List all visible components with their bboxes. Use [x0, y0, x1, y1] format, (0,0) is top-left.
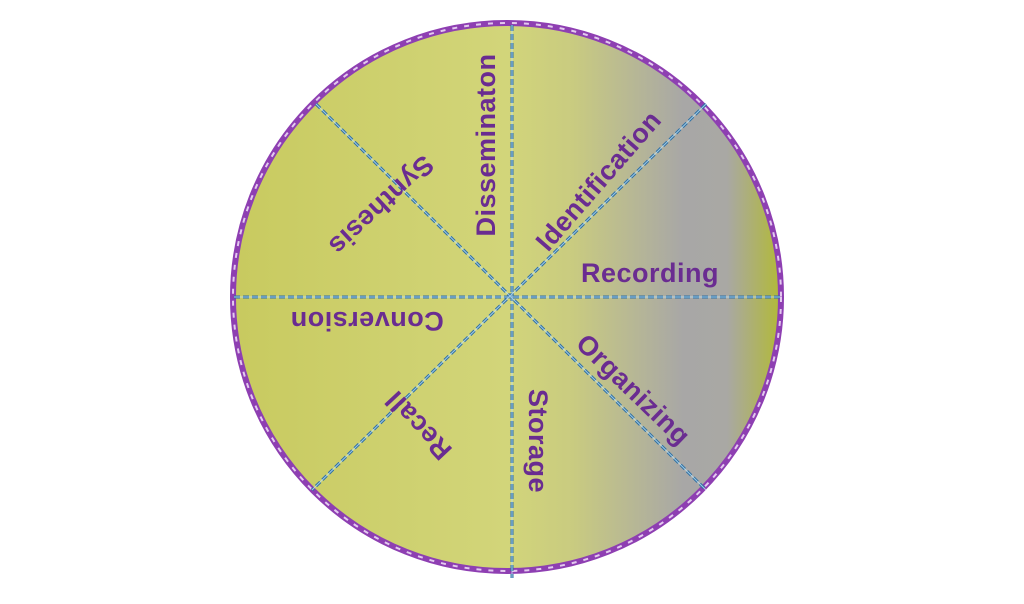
segment-label-conversion: Conversion: [290, 306, 444, 336]
segment-label-disseminaton: Disseminaton: [471, 53, 501, 236]
wheel-border-inner: [232, 22, 782, 572]
segment-label-storage: Storage: [523, 389, 553, 493]
segment-label-recording: Recording: [581, 258, 719, 288]
